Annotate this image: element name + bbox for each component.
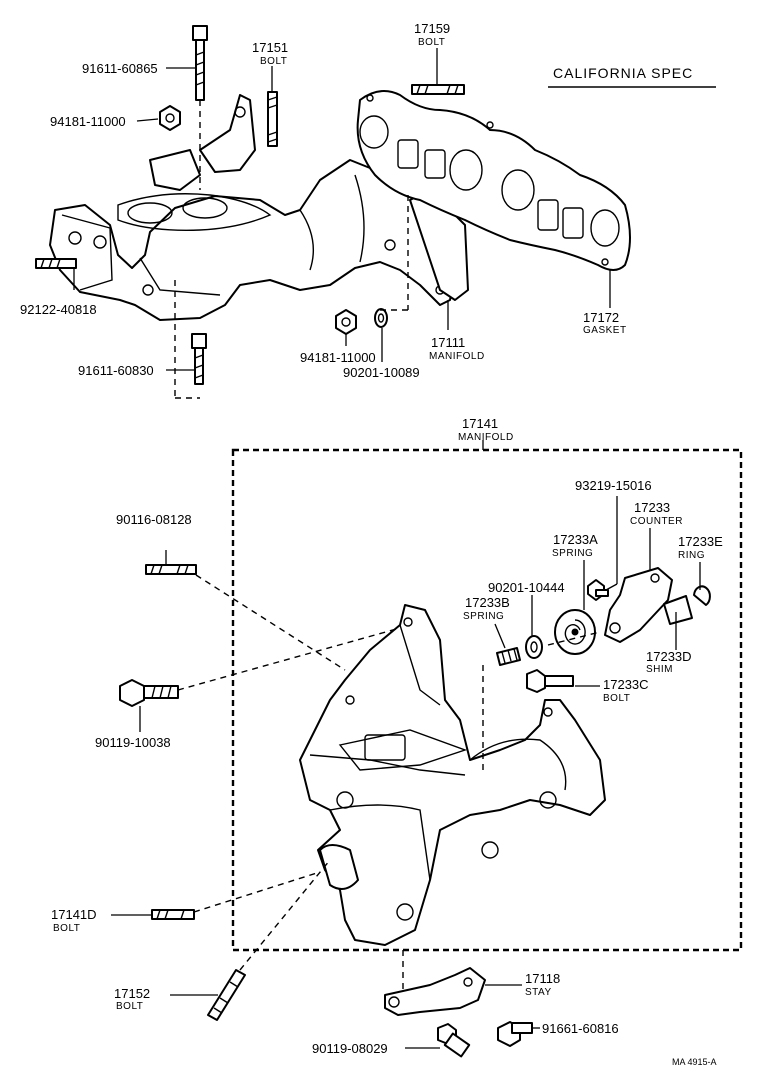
bolt-91611-60865-shank	[195, 39, 205, 101]
name-17118: STAY	[525, 987, 552, 998]
name-17233C: BOLT	[603, 693, 630, 704]
gasket-17172-drawing	[356, 90, 631, 271]
label-93219-15016: 93219-15016	[575, 478, 652, 493]
label-90201-10444: 90201-10444	[488, 580, 565, 595]
california-spec-label: CALIFORNIA SPEC	[553, 65, 693, 81]
label-17233E: 17233E	[678, 534, 723, 549]
label-90119-08029: 90119-08029	[312, 1041, 388, 1056]
manifold-17141-frame: 17141 MANIFOLD	[231, 416, 743, 952]
label-92122-40818: 92122-40818	[20, 302, 97, 317]
california-spec-header: CALIFORNIA SPEC	[548, 65, 716, 88]
label-17141: 17141	[462, 416, 498, 431]
counter-subassembly	[482, 567, 711, 770]
name-17172: GASKET	[583, 325, 627, 336]
bolt-91611-60865-head	[192, 25, 208, 41]
name-17233: COUNTER	[630, 516, 683, 527]
label-90116-08128: 90116-08128	[116, 512, 192, 527]
label-17233A: 17233A	[553, 532, 598, 547]
label-94181-11000-mid: 94181-11000	[300, 350, 376, 365]
upper-labels: 91611-60865 17151 BOLT 17159 BOLT 94181-…	[20, 21, 627, 380]
upper-leader-lines	[73, 48, 611, 371]
label-91611-60830: 91611-60830	[78, 363, 154, 378]
manifold-17111-drawing	[49, 94, 469, 321]
label-17141D: 17141D	[51, 907, 97, 922]
manifold-17141-drawing	[299, 604, 606, 946]
name-17152: BOLT	[116, 1001, 143, 1012]
label-17233C: 17233C	[603, 677, 649, 692]
name-17233E: RING	[678, 550, 705, 561]
upper-fasteners	[35, 25, 465, 399]
label-17152: 17152	[114, 986, 150, 1001]
label-17233B: 17233B	[465, 595, 510, 610]
label-90119-10038: 90119-10038	[95, 735, 171, 750]
label-91611-60865: 91611-60865	[82, 61, 158, 76]
name-17233B: SPRING	[463, 611, 504, 622]
lower-leader-lines	[111, 496, 701, 1049]
name-17111: MANIFOLD	[429, 351, 485, 362]
label-94181-11000-top: 94181-11000	[50, 114, 126, 129]
label-17111: 17111	[431, 335, 465, 350]
figure-code: MA 4915-A	[672, 1057, 717, 1067]
name-17141: MANIFOLD	[458, 432, 514, 443]
lower-labels: 93219-15016 17233 COUNTER 17233A SPRING …	[51, 478, 723, 1067]
label-17118: 17118	[525, 971, 560, 986]
lower-fasteners	[119, 564, 533, 1058]
name-17159: BOLT	[418, 37, 445, 48]
label-17172: 17172	[583, 310, 619, 325]
label-17233: 17233	[634, 500, 670, 515]
label-91661-60816: 91661-60816	[542, 1021, 619, 1036]
label-90201-10089: 90201-10089	[343, 365, 420, 380]
name-17233A: SPRING	[552, 548, 593, 559]
name-17233D: SHIM	[646, 664, 673, 675]
label-17159: 17159	[414, 21, 450, 36]
label-17151: 17151	[252, 40, 288, 55]
name-17141D: BOLT	[53, 923, 80, 934]
label-17233D: 17233D	[646, 649, 692, 664]
name-17151: BOLT	[260, 56, 287, 67]
